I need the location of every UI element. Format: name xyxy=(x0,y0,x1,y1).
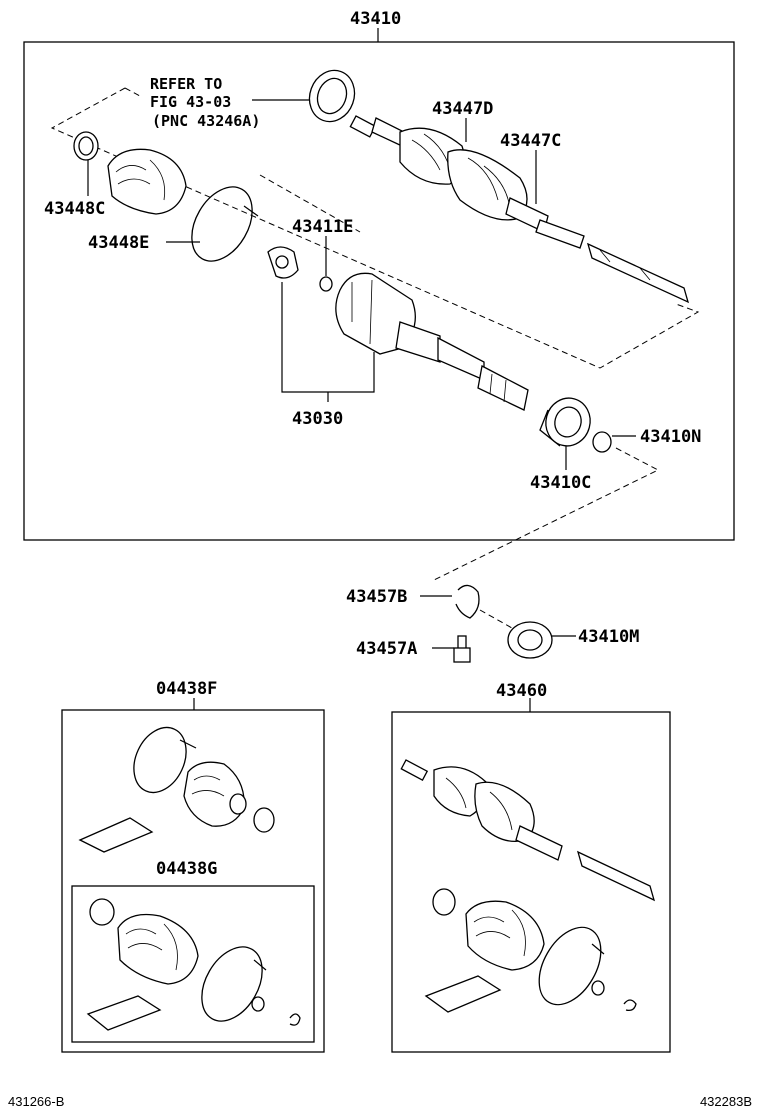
kit-g-snap xyxy=(289,1013,301,1026)
bearing-ring xyxy=(308,69,356,123)
callout-43410M: 43410M xyxy=(578,627,639,647)
callout-43411E: 43411E xyxy=(292,217,353,237)
inner-boot xyxy=(107,148,187,215)
boot-clamp-large xyxy=(191,186,259,262)
box-43460-snap xyxy=(623,999,637,1012)
kit-f-clamp xyxy=(133,726,197,794)
callout-04438F: 04438F xyxy=(156,679,217,699)
boot-kit-box-04438F xyxy=(61,709,325,1053)
bolt-43457A xyxy=(453,635,471,663)
snap-ring-43411E xyxy=(319,276,333,292)
callout-43447D: 43447D xyxy=(432,99,493,119)
center-bearing xyxy=(539,397,591,447)
outer-joint-box-43460 xyxy=(391,711,671,1053)
callout-43448E: 43448E xyxy=(88,233,149,253)
outer-drive-shaft xyxy=(349,115,690,304)
kit-g-boot xyxy=(117,913,199,985)
callout-04438G: 04438G xyxy=(156,859,217,879)
callout-43457B: 43457B xyxy=(346,587,407,607)
box-43460-boot xyxy=(465,900,545,971)
reference-line-1: REFER TO xyxy=(150,75,222,93)
kit-f-grease-pack xyxy=(78,817,154,853)
footer-right-code: 432283B xyxy=(700,1094,752,1109)
main-assembly-box xyxy=(23,41,735,541)
kit-f-boot xyxy=(183,761,247,827)
callout-43410C: 43410C xyxy=(530,473,591,493)
callout-43030: 43030 xyxy=(292,409,343,429)
box-43460-ring xyxy=(591,980,605,996)
kit-g-ring xyxy=(251,996,265,1012)
box-43460-clamp xyxy=(538,926,605,1006)
kit-f-small-clamp xyxy=(253,807,275,833)
kit-g-clamp xyxy=(201,946,267,1022)
kit-g-grease-pack xyxy=(86,995,162,1031)
callout-43448C: 43448C xyxy=(44,199,105,219)
snap-ring-43410N xyxy=(592,431,612,453)
inboard-joint-shaft xyxy=(335,272,529,411)
bearing-seal xyxy=(507,621,553,659)
footer-left-code: 431266-B xyxy=(8,1094,64,1109)
callout-43410: 43410 xyxy=(350,9,401,29)
reference-line-2: FIG 43-03 xyxy=(150,93,231,111)
callout-43410N: 43410N xyxy=(640,427,701,447)
retaining-clip xyxy=(455,584,480,619)
tripod-joint xyxy=(267,246,299,279)
callout-43460: 43460 xyxy=(496,681,547,701)
reference-line-3: (PNC 43246A) xyxy=(152,112,260,130)
callout-43447C: 43447C xyxy=(500,131,561,151)
kit-g-small-clamp xyxy=(89,898,115,926)
boot-kit-box-04438G xyxy=(71,885,315,1043)
boot-clamp-small xyxy=(73,131,99,161)
box-43460-grease-pack xyxy=(424,975,502,1013)
box-43460-small-clamp xyxy=(432,888,456,916)
box-43460-shaft xyxy=(400,759,656,902)
callout-43457A: 43457A xyxy=(356,639,417,659)
